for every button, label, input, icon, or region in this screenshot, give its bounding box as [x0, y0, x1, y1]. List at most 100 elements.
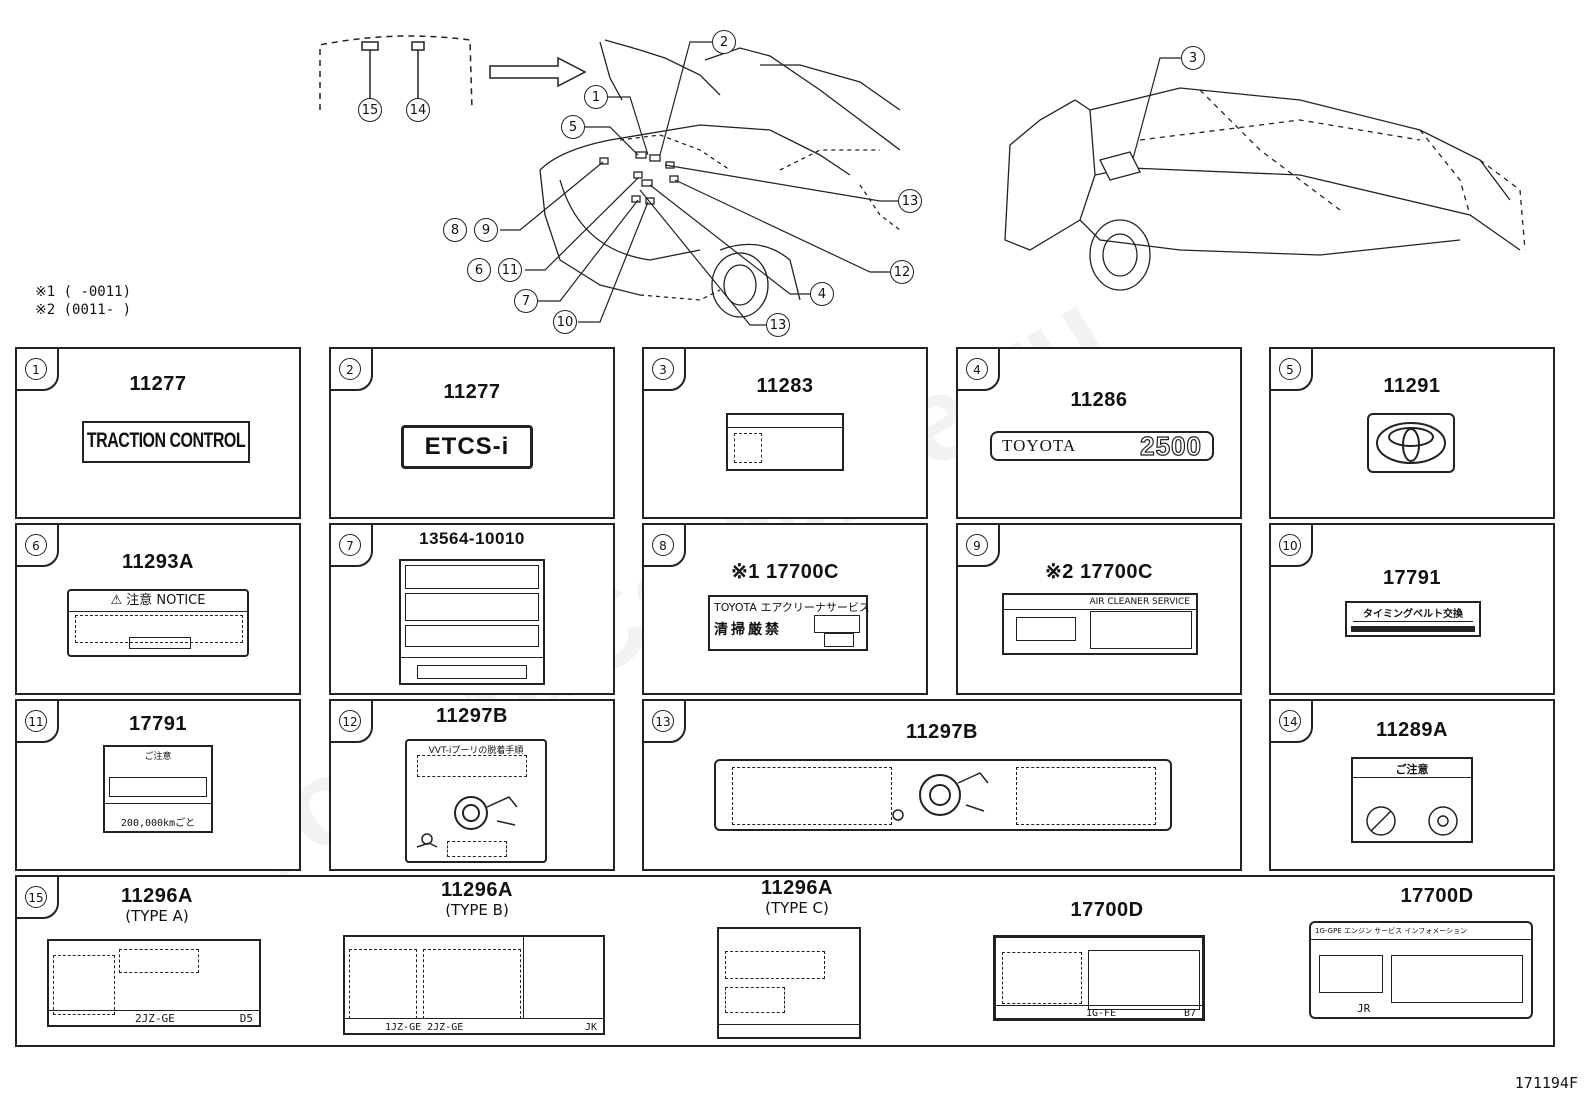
windshield-inset [319, 35, 473, 111]
callout-10: 10 [553, 310, 577, 334]
label-box [1088, 950, 1200, 1010]
cell-number: 1 [25, 358, 47, 380]
label-panel-3 [405, 625, 539, 647]
cell-10: 10 17791 タイミングベルト交換 [1269, 523, 1555, 695]
cell-tab: 14 [1269, 699, 1313, 743]
label-multi-panel [399, 559, 545, 685]
vvt-pulley-icon [416, 796, 518, 848]
label-air-cleaner-en: AIR CLEANER SERVICE [1002, 593, 1198, 655]
cell-tab: 3 [642, 347, 686, 391]
label-box [1319, 955, 1383, 993]
cell-tab: 8 [642, 523, 686, 567]
label-dashed-area [732, 767, 892, 825]
car-rear-drawing [1004, 87, 1526, 291]
callout-3: 3 [1181, 46, 1205, 70]
label-footer [49, 1010, 259, 1025]
engine-code-2: JK [584, 1022, 597, 1033]
cell-tab: 6 [15, 523, 59, 567]
label-type-c [717, 927, 861, 1039]
label-divider [1353, 777, 1471, 778]
cell-number: 3 [652, 358, 674, 380]
label-emblem [1367, 413, 1455, 473]
callout-2: 2 [712, 30, 736, 54]
label-footer [719, 1024, 859, 1037]
arrow-right-icon [489, 56, 587, 88]
steering-wheel-icon [1428, 806, 1458, 836]
label-vvt-wide [714, 759, 1172, 831]
label-caution: ご注意 200,000kmごと [103, 745, 213, 833]
label-divider [1311, 939, 1531, 940]
cell-tab: 2 [329, 347, 373, 391]
label-notice: ⚠ 注意 NOTICE [67, 589, 249, 657]
label-dashed-area [734, 433, 762, 463]
cell-number: 2 [339, 358, 361, 380]
cell-number: 14 [1279, 710, 1301, 732]
label-dashed-area-2 [423, 949, 521, 1019]
cell-number: 13 [652, 710, 674, 732]
cell-3: 3 11283 [642, 347, 928, 519]
label-dashed-area [349, 949, 417, 1019]
part-number: 11296A [441, 879, 513, 901]
label-text: ご注意 [144, 752, 172, 762]
type-label: (TYPE C) [765, 899, 829, 917]
callout-6: 6 [467, 258, 491, 282]
label-dashed-area [53, 955, 115, 1015]
label-bar [1353, 621, 1473, 627]
label-text: TOYOTA エアクリーナサービス [714, 601, 870, 614]
part-number: 11283 [756, 375, 814, 397]
label-vvt: VVT-iプーリの脱着手順 [405, 739, 547, 863]
part-number: 11297B [906, 721, 978, 743]
engine-code-2: D5 [239, 1012, 253, 1025]
cell-tab: 4 [956, 347, 1000, 391]
callout-9: 9 [474, 218, 498, 242]
label-text: ETCS-i [424, 433, 510, 460]
engine-code-2: B7 [1183, 1008, 1196, 1019]
cell-number: 6 [25, 534, 47, 556]
label-text: VVT-iプーリの脱着手順 [428, 746, 524, 756]
part-number: 17791 [1382, 567, 1442, 589]
note-1: ※1 ( -0011) [35, 284, 132, 300]
cell-tab: 15 [15, 875, 59, 919]
cell-number: 15 [25, 886, 47, 908]
label-dashed-area [725, 951, 825, 979]
cell-9: 9 ※2 17700C AIR CLEANER SERVICE [956, 523, 1242, 695]
label-text: タイミングベルト交換 [1363, 609, 1463, 620]
label-dashed-area-2 [725, 987, 785, 1013]
label-traction-control: TRACTION CONTROL [82, 421, 250, 463]
part-number: 17700D [1400, 885, 1474, 907]
callout-8: 8 [443, 218, 467, 242]
cell-7: 7 13564-10010 [329, 523, 615, 695]
cell-tab: 5 [1269, 347, 1313, 391]
label-type-a: 2JZ-GE D5 [47, 939, 261, 1027]
engine-code-2: JR [1357, 1002, 1371, 1015]
part-number: 11277 [129, 373, 187, 395]
engine-code: 1JZ-GE 2JZ-GE [385, 1022, 464, 1033]
label-dashed-area-2 [119, 949, 199, 973]
cell-11: 11 17791 ご注意 200,000kmごと [15, 699, 301, 871]
cell-tab: 11 [15, 699, 59, 743]
figure-id: 171194F [1514, 1074, 1578, 1092]
cell-number: 12 [339, 710, 361, 732]
label-text-2: 清掃厳禁 [714, 622, 782, 638]
part-number: 11289A [1376, 719, 1448, 741]
label-panel-4 [401, 657, 543, 683]
part-number: 11277 [443, 381, 501, 403]
engine-code: 2JZ-GE [135, 1012, 175, 1025]
label-etcs: ETCS-i [401, 425, 533, 469]
label-text: AIR CLEANER SERVICE [1089, 597, 1190, 607]
cell-number: 7 [339, 534, 361, 556]
type-label: (TYPE B) [445, 901, 509, 919]
callout-13-a: 13 [898, 189, 922, 213]
label-text: ⚠ 注意 NOTICE [69, 591, 247, 612]
label-footer [105, 803, 211, 831]
cell-5: 5 11291 [1269, 347, 1555, 519]
part-number: 17791 [128, 713, 188, 735]
cell-number: 8 [652, 534, 674, 556]
car-engine-bay-drawing [539, 39, 901, 318]
type-label: (TYPE A) [125, 907, 189, 925]
cell-tab: 9 [956, 523, 1000, 567]
part-number: 11296A [121, 885, 193, 907]
part-number: 11297B [436, 705, 508, 727]
label-header-bar [728, 415, 842, 428]
cell-number: 11 [25, 710, 47, 732]
